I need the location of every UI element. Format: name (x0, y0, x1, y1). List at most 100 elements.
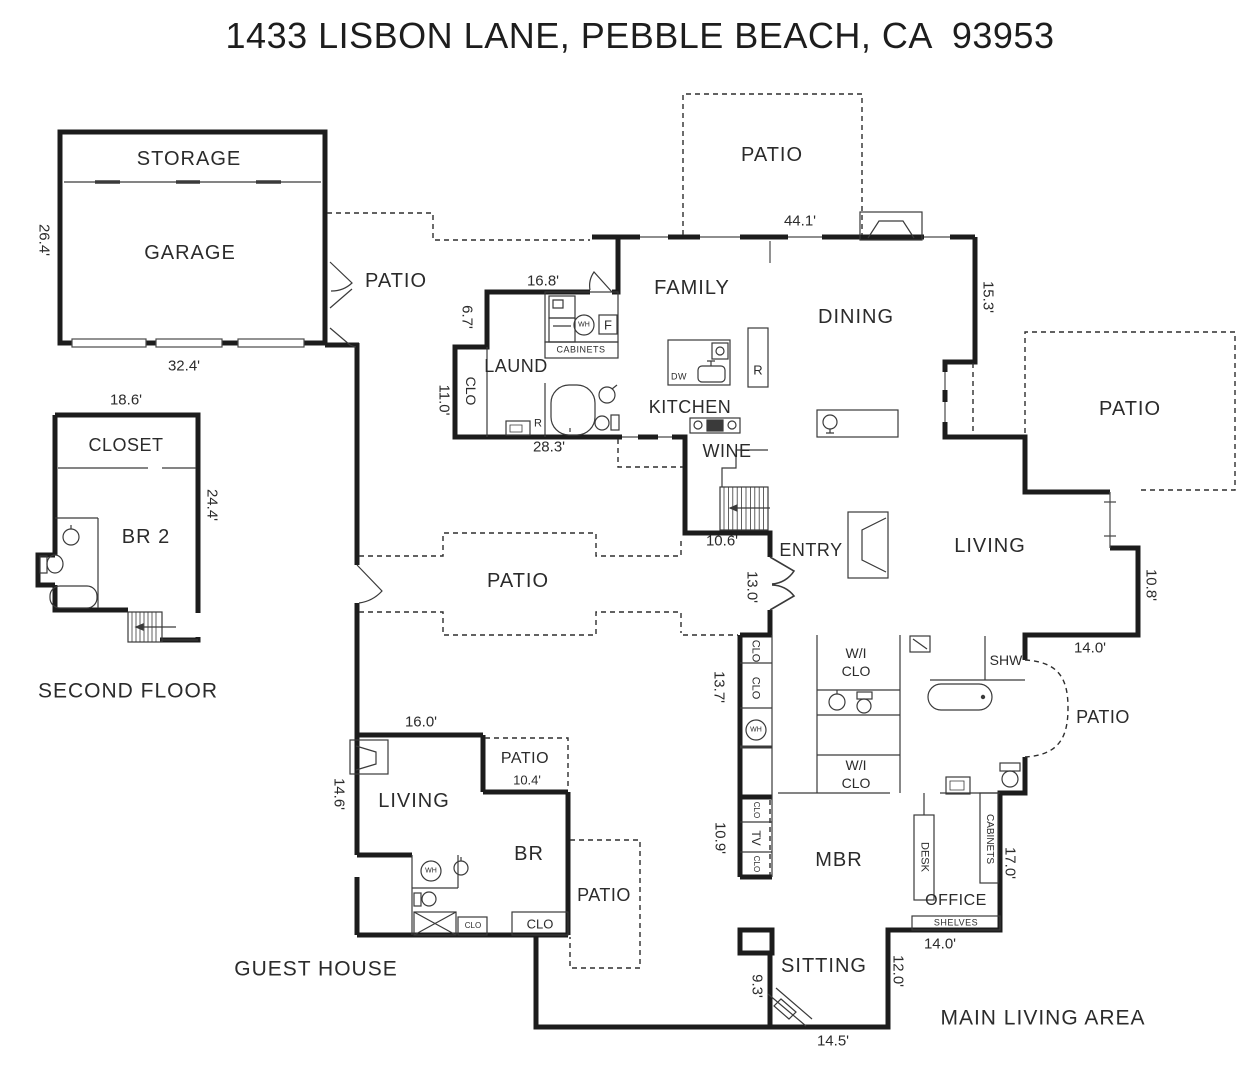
room-label-guest-front-patio: PATIO (500, 750, 550, 767)
room-label-center-patio: PATIO (486, 570, 550, 592)
dim-office-width: 14.0' (923, 935, 957, 953)
master-toilet2-icon (999, 762, 1021, 772)
sf-toilet-icon (39, 555, 48, 574)
room-label-office: OFFICE (925, 892, 987, 909)
guest-front-patio-outline (485, 737, 569, 790)
laundry-sink-icon (598, 386, 616, 404)
garage-door-icon (329, 261, 353, 292)
dim-laundry-left-upper: 6.7' (458, 305, 476, 329)
cabinets-office-label: CABINETS (984, 813, 995, 865)
buffet-icon (816, 409, 899, 438)
patio-outlines (327, 93, 1236, 969)
dim-living-height: 10.8' (1142, 568, 1160, 602)
kitchen-island-icon (667, 339, 731, 386)
closet-label-wi-upper: W/I CLO (841, 644, 871, 679)
room-label-garage-patio: PATIO (364, 270, 428, 292)
master-tub-icon (927, 683, 993, 711)
entry-door-icon (769, 556, 796, 585)
sf-sink-icon (62, 528, 80, 546)
guest-side-patio-outline (569, 839, 641, 969)
guest-sink-icon (453, 860, 469, 876)
caption-main-living-area: MAIN LIVING AREA (940, 1006, 1146, 1030)
top-patio-outline (682, 93, 863, 235)
dim-living-width: 14.0' (1073, 639, 1107, 657)
cabinets-laundry-label: CABINETS (556, 344, 606, 355)
medicine-cabinet-icon (909, 635, 931, 653)
fridge-label: R (753, 362, 763, 378)
room-label-guest-br: BR (514, 843, 544, 865)
range-icon (689, 417, 741, 434)
guest-shower-icon (413, 911, 457, 936)
caption-second-floor: SECOND FLOOR (37, 679, 219, 703)
water-heater-hall-icon (745, 719, 767, 741)
guest-clo-small-box (457, 916, 488, 936)
dim-garage-depth: 26.4' (35, 223, 53, 257)
master-bay-outline (1024, 659, 1069, 758)
closet-label-hall-2: CLO (749, 676, 762, 700)
freezer-icon (598, 314, 618, 335)
patio-door-icon (356, 564, 383, 604)
island-prep-sink-icon (711, 342, 729, 360)
dining-fireplace-icon (859, 211, 923, 241)
water-heater-laundry-label: WH (578, 321, 590, 329)
master-sink-icon (828, 693, 846, 711)
room-label-guest-living: LIVING (378, 790, 450, 812)
laundry-toilet-icon (594, 415, 610, 431)
guest-toilet-icon (413, 892, 422, 907)
water-heater-hall-label: WH (750, 726, 762, 734)
right-patio-outline (972, 331, 1236, 491)
room-label-entry: ENTRY (779, 540, 843, 560)
laundry-door-icon (589, 271, 613, 293)
dim-garage-width: 32.4' (167, 357, 201, 375)
dim-laundry-left-lower: 11.0' (435, 384, 453, 416)
living-fireplace-icon (847, 511, 889, 579)
room-label-guest-side-patio: PATIO (577, 885, 631, 905)
closet-label-wi-lower: W/I CLO (841, 756, 871, 791)
chimney-box (737, 927, 775, 956)
dim-hall-upper: 13.7' (710, 670, 728, 704)
shelves-label: SHELVES (933, 917, 979, 928)
dim-sitting-depth: 12.0' (889, 954, 907, 988)
dim-guest-width: 16.0' (404, 713, 438, 731)
dim-laundry-top: 16.8' (526, 272, 560, 290)
closet-label-laundry: CLO (463, 376, 479, 406)
refrigerator-icon (747, 327, 769, 388)
garage-patio-outline (327, 212, 590, 241)
room-label-br2: BR 2 (121, 526, 171, 548)
windows (71, 236, 1116, 548)
room-label-wine: WINE (702, 441, 752, 461)
center-patio-outline (359, 439, 738, 636)
master-sink2-icon (945, 776, 971, 795)
guest-water-heater-icon (420, 860, 442, 882)
guest-clo-small-label: CLO (464, 921, 482, 930)
tv-label: TV (749, 830, 763, 846)
room-label-right-patio: PATIO (1098, 398, 1162, 420)
dim-sitting-width: 14.5' (816, 1032, 850, 1050)
room-label-sitting: SITTING (781, 955, 867, 977)
dim-guest-patio: 10.4' (513, 772, 541, 788)
sf-bathtub-icon (49, 585, 98, 609)
guest-clo-box (511, 911, 569, 936)
closet-label-tv-lower: CLO (752, 855, 761, 873)
island-sink-icon (697, 365, 726, 383)
room-label-master-patio: PATIO (1076, 707, 1130, 727)
desk-label: DESK (918, 842, 931, 872)
room-label-laundry: LAUND (484, 356, 548, 376)
laundry-r-label: R (534, 417, 542, 430)
room-label-storage: STORAGE (136, 148, 242, 170)
water-heater-laundry-icon (573, 314, 595, 336)
dishwasher-label: DW (671, 371, 687, 382)
dim-sitting-side: 9.3' (748, 974, 766, 998)
dim-entry-width: 10.6' (705, 532, 739, 550)
closet-label-hall-1: CLO (749, 639, 762, 663)
page-title: 1433 LISBON LANE, PEBBLE BEACH, CA 93953 (225, 15, 1055, 56)
shelves-icon (911, 915, 1001, 931)
room-label-closet: CLOSET (88, 435, 164, 455)
guest-water-heater-label: WH (425, 867, 437, 875)
dim-sf-depth: 24.4' (203, 488, 221, 522)
room-label-mbr: MBR (815, 849, 863, 871)
room-label-dining: DINING (818, 306, 894, 328)
laundry-counter-icon (505, 420, 531, 436)
